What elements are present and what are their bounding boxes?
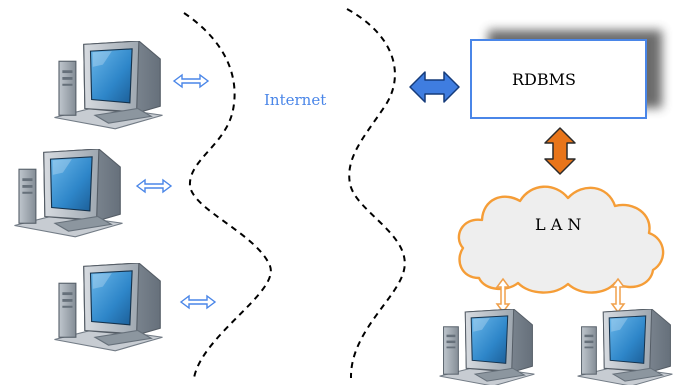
- lan-client-link-arrow: [610, 277, 626, 314]
- client-link-arrow: [172, 73, 210, 89]
- lan-client-link-arrow: [495, 277, 511, 314]
- internet-left-boundary: [183, 12, 272, 379]
- computer-icon: [13, 149, 124, 238]
- client-link-arrow: [135, 178, 173, 194]
- computer-icon: [439, 309, 535, 385]
- internet-database-link-arrow: [409, 71, 460, 103]
- computer-icon: [577, 309, 673, 385]
- cloud-icon: [457, 185, 665, 294]
- internet-label: Internet: [264, 91, 326, 109]
- computer-icon: [53, 41, 164, 130]
- database-label: RDBMS: [512, 70, 576, 89]
- client-link-arrow: [179, 294, 217, 310]
- database-lan-link-arrow: [544, 127, 576, 175]
- database-box: [470, 39, 647, 119]
- lan-label: L A N: [535, 215, 581, 234]
- internet-right-boundary: [346, 8, 406, 379]
- computer-icon: [53, 263, 164, 352]
